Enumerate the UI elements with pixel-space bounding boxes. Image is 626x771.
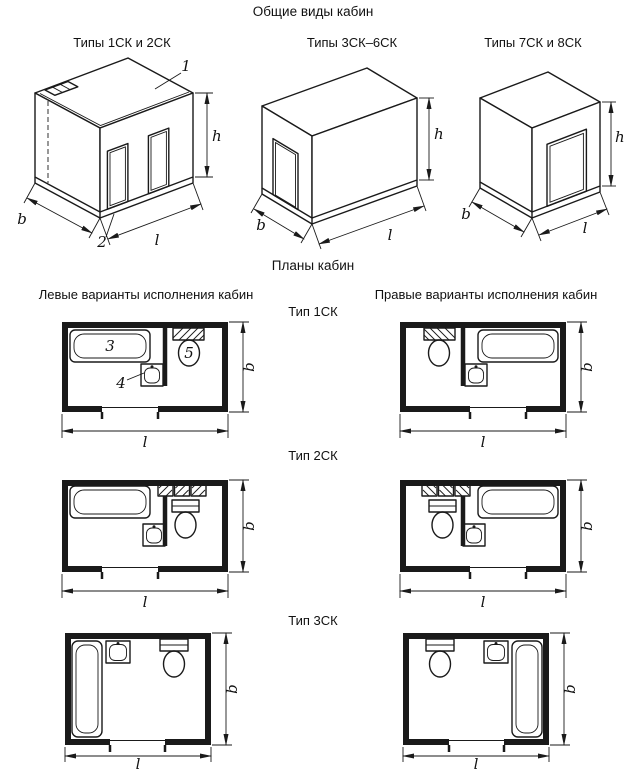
dim-b-label: b [240,362,258,372]
callout-5: 5 [184,344,194,362]
dim-h-label: h [434,125,444,143]
right-variants-header: Правые варианты исполнения кабин [375,287,598,302]
view1-label: Типы 1СК и 2СК [73,35,171,50]
dim-l-label: l [481,593,486,611]
plan-drawing [62,322,228,419]
plan-drawing [65,633,211,752]
plan-drawing [403,633,549,752]
dim-l-label: l [474,755,479,771]
plan-drawing [400,480,566,579]
dim-b-label: b [561,684,579,694]
title-general-views: Общие виды кабин [253,4,374,19]
title-plans: Планы кабин [272,258,354,273]
left-variants-header: Левые варианты исполнения кабин [39,287,254,302]
dim-b-label: b [17,210,27,228]
callout-1-leader [154,72,182,90]
roof-vent-grille [44,80,79,96]
door-opening [546,128,588,207]
dim-b-label: b [256,216,266,234]
type-2sk-label: Тип 2СК [288,448,338,463]
view2-label: Типы 3СК–6СК [307,35,398,50]
dim-l-label: l [136,755,141,771]
plan-3sk-right: b l [403,633,579,771]
dim-line-b [253,208,305,240]
dim-b-label: b [223,684,241,694]
dim-b-label: b [240,521,258,531]
roof-rim [39,91,190,126]
dim-b-label: b [461,205,471,223]
plan-3sk-left: b l [65,633,241,771]
type-1sk-label: Тип 1СК [288,304,338,319]
axonometric-view-7sk-8sk: b l h [461,71,625,242]
axonometric-view-3sk-6sk: b l h [250,67,444,250]
axonometric-view-1sk-2sk: b l h 1 2 [17,57,221,251]
callout-2-leader [105,213,115,238]
plan-2sk-right: b l [400,480,596,611]
callout-2: 2 [96,233,107,251]
dim-b-label: b [578,362,596,372]
dim-l-label: l [583,219,588,237]
dim-h-label: h [615,128,625,146]
door-opening [272,137,299,211]
plan-2sk-left: b l [62,480,258,611]
dim-line-l [538,208,608,236]
dim-line-b [26,197,93,234]
callout-3: 3 [105,337,115,355]
plan-drawing [62,480,228,579]
dim-l-label: l [155,231,160,249]
type-3sk-label: Тип 3СК [288,613,338,628]
dim-b-label: b [578,521,596,531]
dim-line-b [471,201,525,233]
callout-4-leader [126,372,145,381]
dim-l-label: l [143,433,148,451]
callout-4: 4 [115,374,126,392]
dim-line-l [318,205,425,245]
callout-1: 1 [181,57,191,75]
dim-l-label: l [388,226,393,244]
dim-h-label: h [212,127,222,145]
dim-line-l [107,203,202,240]
plan-1sk-right: b l [400,322,596,451]
plan-drawing [400,322,566,419]
plan-1sk-left: 3 4 5 b l [62,322,258,451]
dim-l-label: l [143,593,148,611]
dim-l-label: l [481,433,486,451]
view3-label: Типы 7СК и 8СК [484,35,582,50]
door-opening-2 [147,127,170,195]
